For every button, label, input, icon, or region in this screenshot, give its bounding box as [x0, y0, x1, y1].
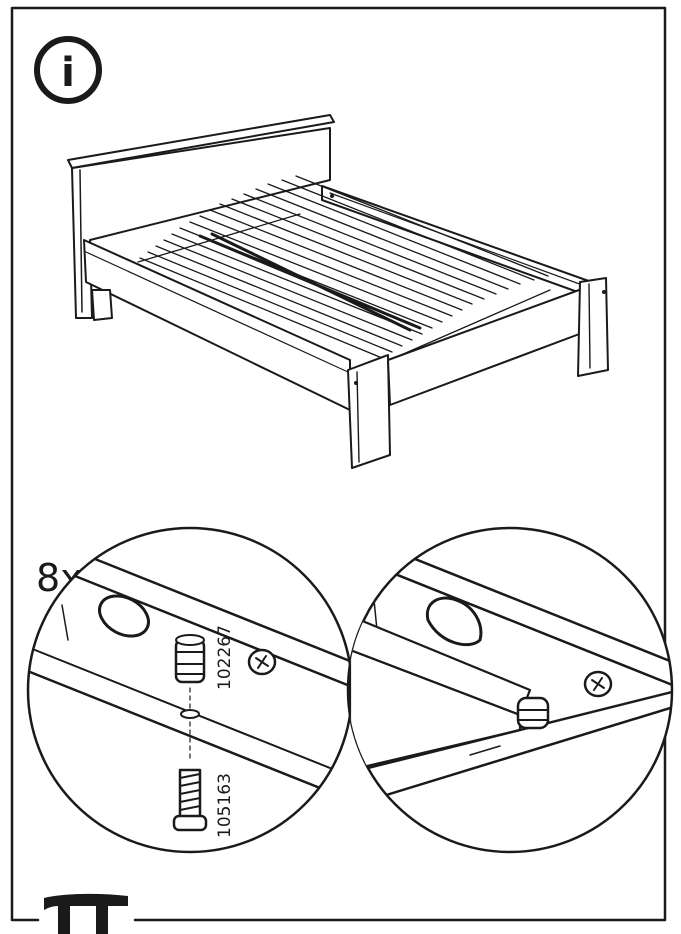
dowel-pin-installed — [516, 696, 550, 730]
brand-logo — [44, 893, 128, 934]
part-number-bolt: 105163 — [215, 773, 235, 838]
info-icon: i — [34, 36, 102, 104]
bed-illustration — [67, 114, 609, 469]
screw-head — [247, 648, 277, 676]
info-icon-glyph: i — [61, 50, 75, 96]
page-frame — [10, 6, 667, 922]
detail-circle-left: 102267 105163 — [26, 526, 354, 854]
pi-logo-icon — [44, 893, 128, 934]
detail-circle-right — [346, 526, 674, 854]
dowel-pin — [174, 634, 206, 684]
screw-head-right — [583, 670, 613, 698]
bolt — [172, 768, 208, 832]
part-number-pin: 102267 — [215, 625, 235, 690]
